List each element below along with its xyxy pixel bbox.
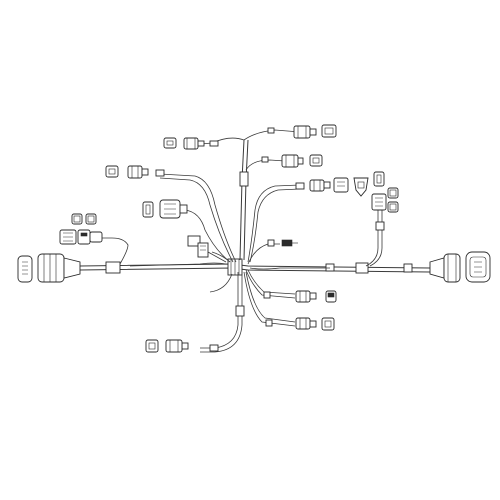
branch-left-upper bbox=[105, 165, 237, 263]
connector-main-left-face bbox=[17, 255, 33, 283]
connector-left-cluster-c bbox=[89, 231, 103, 243]
connector-lower-left-plug bbox=[145, 339, 159, 353]
connector-left-upper-body bbox=[127, 165, 143, 179]
clip-right-vertical bbox=[375, 221, 385, 231]
clip-right bbox=[325, 263, 335, 272]
connector-left-cluster-d bbox=[71, 213, 83, 225]
clip-top-left bbox=[209, 140, 219, 147]
connector-right-upper2-body bbox=[309, 179, 325, 192]
connector-top-left-body bbox=[183, 137, 199, 150]
branch-right-upper bbox=[247, 177, 349, 263]
connector-right-vertical-a bbox=[387, 187, 399, 199]
lower-sleeve bbox=[235, 305, 245, 317]
clip-lower-left bbox=[209, 344, 219, 352]
connector-right-upper2-plug bbox=[333, 177, 349, 193]
branch-right-vertical bbox=[365, 171, 399, 267]
connector-main-left-body bbox=[37, 253, 65, 283]
clip-left-upper bbox=[155, 169, 165, 177]
connector-main-left bbox=[17, 253, 81, 283]
connector-right-vertical-b bbox=[387, 201, 399, 213]
connector-right-upper-body bbox=[281, 154, 299, 168]
central-junction bbox=[227, 258, 243, 276]
connector-left-cluster-b bbox=[77, 229, 91, 245]
sensor-center-right bbox=[247, 239, 298, 265]
connector-shield bbox=[353, 177, 369, 197]
connector-top-left bbox=[163, 137, 219, 150]
connector-lower-right2-plug bbox=[321, 317, 335, 331]
module-left-plug bbox=[142, 201, 154, 218]
sensor-body bbox=[281, 239, 293, 247]
junction-fan bbox=[129, 262, 330, 293]
connector-main-right bbox=[429, 251, 491, 283]
connector-top-right-body bbox=[293, 125, 311, 139]
upper-trunk bbox=[189, 129, 301, 261]
shield-connector-icon bbox=[353, 177, 369, 197]
branch-lower-right bbox=[245, 269, 337, 303]
connector-lower-left-body bbox=[165, 339, 183, 353]
connector-right-upper-plug bbox=[309, 154, 323, 167]
branch-lower-left bbox=[145, 272, 245, 353]
branch-lower-right-2 bbox=[243, 271, 335, 331]
connector-main-right-body bbox=[443, 253, 461, 283]
connector-right-vertical-top bbox=[373, 171, 385, 187]
connector-left-cluster bbox=[59, 213, 129, 265]
connector-top-right-plug bbox=[321, 124, 337, 138]
relay-center bbox=[187, 235, 231, 263]
module-left bbox=[142, 199, 231, 263]
sleeve-left bbox=[105, 261, 121, 274]
connector-lower-right-body bbox=[295, 290, 311, 303]
clip-right-upper bbox=[295, 182, 305, 190]
connector-left-cluster-e bbox=[85, 213, 97, 225]
upper-sleeve bbox=[239, 171, 249, 187]
connector-right-upper bbox=[261, 154, 323, 168]
main-trunk bbox=[79, 261, 431, 274]
connector-left-upper-plug bbox=[105, 165, 119, 178]
connector-lower-right2-body bbox=[295, 317, 311, 330]
clip-right-2 bbox=[403, 263, 413, 273]
connector-top-right bbox=[267, 124, 337, 139]
relay-body bbox=[187, 235, 201, 247]
connector-top-left-plug bbox=[163, 137, 177, 149]
sleeve-right bbox=[355, 262, 369, 274]
